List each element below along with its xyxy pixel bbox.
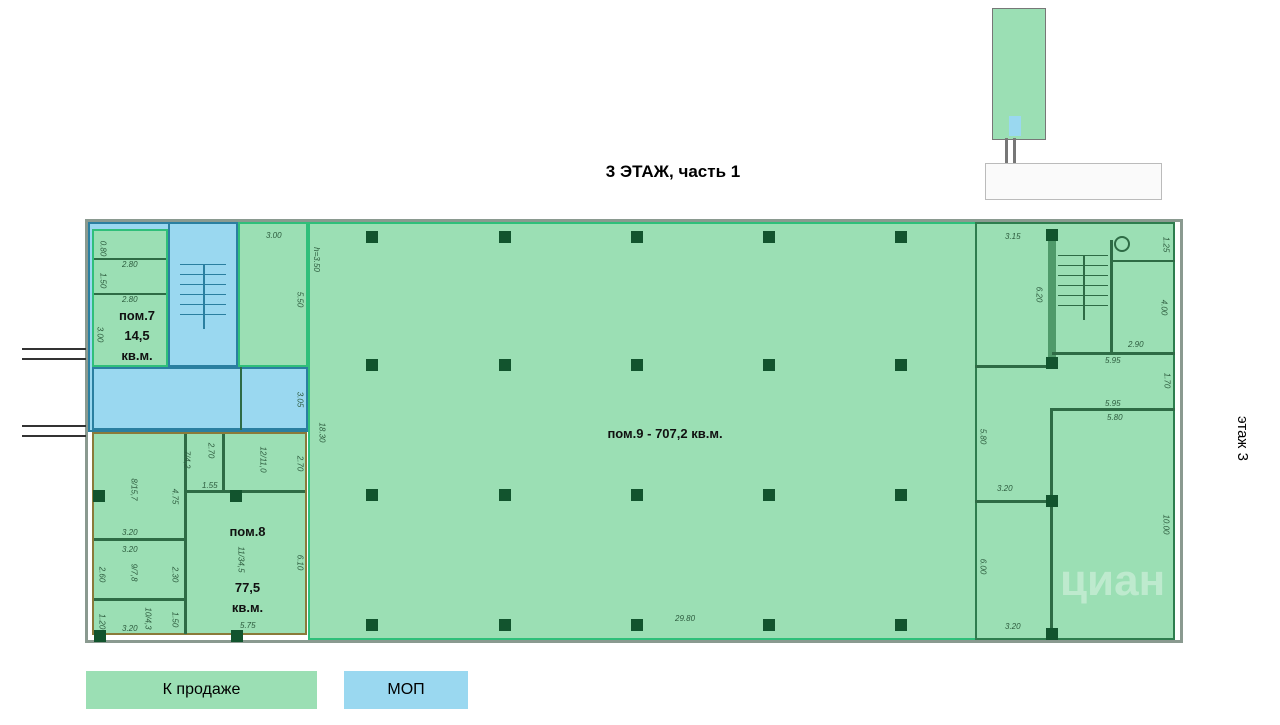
dimension-label: 5.95 (1105, 399, 1121, 408)
dimension-label: 5.75 (240, 621, 256, 630)
structural-column (499, 489, 511, 501)
structural-column (763, 231, 775, 243)
structural-column (631, 619, 643, 631)
dimension-label: 3.15 (1005, 232, 1021, 241)
dimension-label: 1.20 (97, 613, 107, 630)
structural-column (366, 489, 378, 501)
dimension-label: 0.80 (98, 240, 108, 257)
dimension-label: 2.60 (97, 566, 107, 583)
structural-column (366, 359, 378, 371)
legend-mop: МОП (344, 671, 468, 709)
dimension-label: 2.70 (206, 442, 216, 459)
sub-room-8-label: 8/15,7 (129, 478, 139, 501)
dimension-label: 3.20 (122, 624, 138, 633)
structural-column (631, 489, 643, 501)
sub-room-10-label: 10/4,3 (143, 607, 153, 630)
dimension-label: 3.00 (95, 326, 105, 343)
structural-column (895, 619, 907, 631)
structural-column (895, 489, 907, 501)
plan-title: 3 ЭТАЖ, часть 1 (605, 162, 741, 181)
structural-column (763, 489, 775, 501)
dimension-label: 18.30 (317, 422, 327, 443)
dimension-label: 3.20 (997, 484, 1013, 493)
room-8-unit: кв.м. (231, 600, 264, 615)
dimension-label: 3.20 (122, 545, 138, 554)
dimension-label: 5.95 (1105, 356, 1121, 365)
dimension-label: 2.80 (122, 260, 138, 269)
legend-for-sale: К продаже (86, 671, 317, 709)
dimension-label: 5.80 (978, 428, 988, 445)
dimension-label: 5.50 (295, 291, 305, 308)
structural-column (895, 359, 907, 371)
sub-room-7-label: 7/4,2 (182, 450, 192, 469)
minimap (985, 8, 1162, 200)
dimension-label: 3.20 (122, 528, 138, 537)
dimension-label: 3.20 (1005, 622, 1021, 631)
staircase-left (168, 222, 238, 367)
structural-column (631, 231, 643, 243)
room-7-name: пом.7 (118, 308, 156, 323)
room-9-label: пом.9 - 707,2 кв.м. (607, 426, 723, 441)
room-300 (238, 222, 308, 367)
floor-label: этаж 3 (1233, 416, 1251, 461)
dimension-label: 10.00 (1161, 514, 1171, 535)
dimension-label: 1.55 (202, 481, 218, 490)
dimension-label: 2.30 (170, 566, 180, 583)
dimension-label: 5.80 (1107, 413, 1123, 422)
dimension-label: 1.70 (1162, 372, 1172, 389)
structural-column (763, 619, 775, 631)
dimension-label: 3.00 (266, 231, 282, 240)
room-7-unit: кв.м. (121, 348, 153, 363)
toilet-icon (1114, 236, 1130, 252)
room-8-name: пом.8 (229, 524, 266, 539)
right-block (975, 222, 1175, 640)
structural-column (499, 359, 511, 371)
dimension-label: 2.80 (122, 295, 138, 304)
room-7-area: 14,5 (124, 328, 150, 343)
dimension-label: 6.10 (295, 554, 305, 571)
dimension-label: 3.05 (295, 391, 305, 408)
room-9-hall (308, 222, 978, 640)
dimension-label: 2.70 (295, 455, 305, 472)
room-8 (92, 432, 307, 635)
dimension-label: 1.50 (170, 611, 180, 628)
structural-column (366, 619, 378, 631)
dimension-label: 6.00 (978, 558, 988, 575)
dimension-label: 6.20 (1034, 286, 1044, 303)
watermark: циан (1060, 556, 1166, 605)
structural-column (366, 231, 378, 243)
sub-room-12-label: 12/11,0 (258, 446, 268, 473)
structural-column (763, 359, 775, 371)
dimension-label: 4.00 (1159, 299, 1169, 316)
dimension-label: 29.80 (675, 614, 696, 623)
room-7 (92, 229, 168, 367)
structural-column (631, 359, 643, 371)
sub-room-9-label: 9/7,8 (129, 563, 139, 582)
structural-column (499, 231, 511, 243)
dimension-label: 1.50 (98, 272, 108, 289)
mop-corridor (92, 367, 308, 430)
staircase-right (1058, 255, 1108, 320)
dimension-label: 1.25 (1161, 236, 1171, 253)
dimension-label: h=3.50 (311, 247, 321, 272)
dimension-label: 2.90 (1128, 340, 1144, 349)
room-8-area: 77,5 (234, 580, 261, 595)
dimension-label: 4.75 (170, 488, 180, 505)
structural-column (499, 619, 511, 631)
structural-column (895, 231, 907, 243)
pipe-connector (22, 348, 86, 360)
pipe-connector (22, 425, 86, 437)
